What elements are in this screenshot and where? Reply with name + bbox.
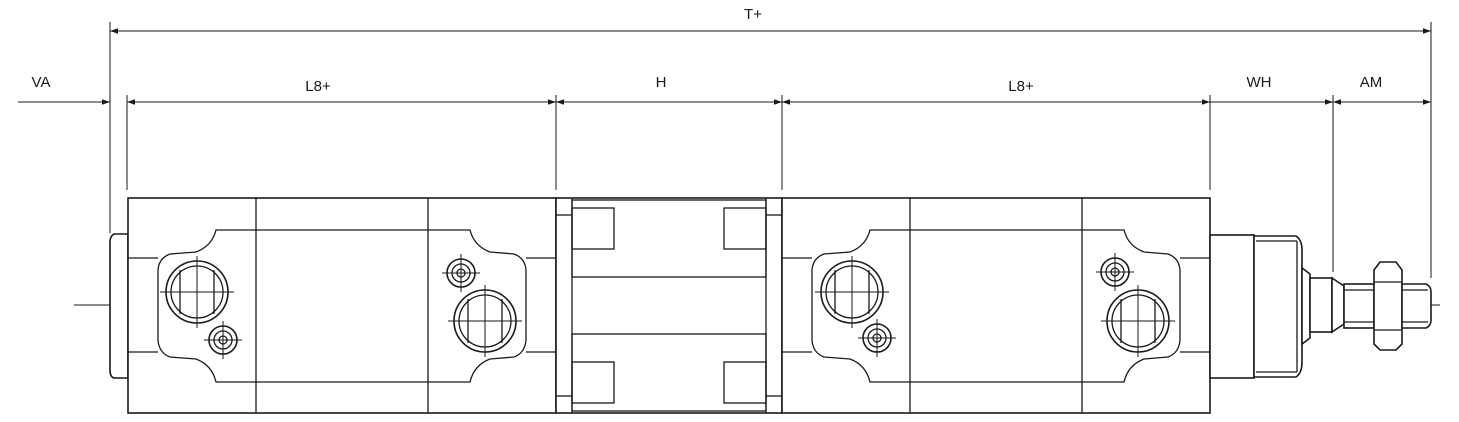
port-right-rear [815, 256, 889, 328]
dimension-lines [18, 22, 1432, 278]
label-wh: WH [1247, 74, 1272, 91]
rear-cap-nose [109, 233, 129, 379]
port-left-rear [160, 256, 234, 328]
screw-left-upper [442, 254, 480, 292]
label-am: AM [1360, 74, 1383, 91]
piston-rod [1309, 261, 1432, 351]
front-bearing-cap [1209, 234, 1311, 379]
label-h: H [656, 74, 667, 91]
middle-coupling [555, 197, 783, 414]
screw-right-lower [858, 319, 896, 357]
label-total: T+ [744, 6, 762, 23]
label-l8-right: L8+ [1008, 78, 1034, 95]
label-l8-left: L8+ [305, 78, 331, 95]
port-right-front [1101, 285, 1175, 357]
dimension-labels: T+ VA L8+ H L8+ WH AM [32, 6, 1383, 95]
screw-left-lower [204, 321, 242, 359]
port-left-front [448, 285, 522, 357]
label-va: VA [32, 74, 51, 91]
ports [160, 253, 1175, 359]
cylinder-body [109, 197, 1432, 414]
screw-right-upper [1096, 253, 1134, 291]
